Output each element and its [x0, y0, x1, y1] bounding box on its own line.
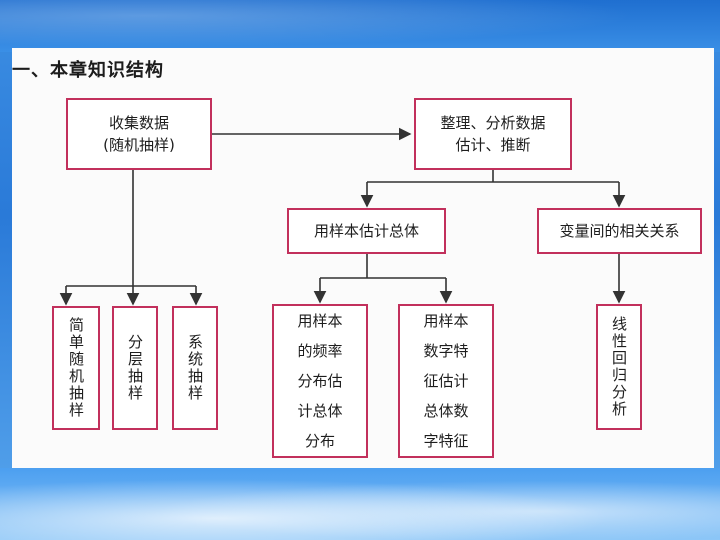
background-clouds	[0, 468, 720, 540]
node-linear-regression: 线性回归分析	[596, 304, 642, 430]
node-simple-random-sampling: 简单随机抽样	[52, 306, 100, 430]
node-frequency-distribution: 用样本 的频率 分布估 计总体 分布	[272, 304, 368, 458]
node-organize-analyze: 整理、分析数据 估计、推断	[414, 98, 572, 170]
section-heading: 一、本章知识结构	[12, 60, 164, 81]
node-sample-estimate: 用样本估计总体	[287, 208, 446, 254]
node-numeric-features: 用样本 数字特 征估计 总体数 字特征	[398, 304, 494, 458]
node-linear-regression-label: 线性回归分析	[610, 316, 628, 418]
node-simple-random-label: 简单随机抽样	[67, 317, 85, 419]
node-stratified-label: 分层抽样	[126, 334, 144, 402]
node-stratified-sampling: 分层抽样	[112, 306, 158, 430]
node-systematic-sampling: 系统抽样	[172, 306, 218, 430]
background-sky	[0, 0, 720, 52]
node-correlation: 变量间的相关关系	[537, 208, 702, 254]
node-systematic-label: 系统抽样	[186, 334, 204, 402]
node-collect-data: 收集数据 (随机抽样)	[66, 98, 212, 170]
